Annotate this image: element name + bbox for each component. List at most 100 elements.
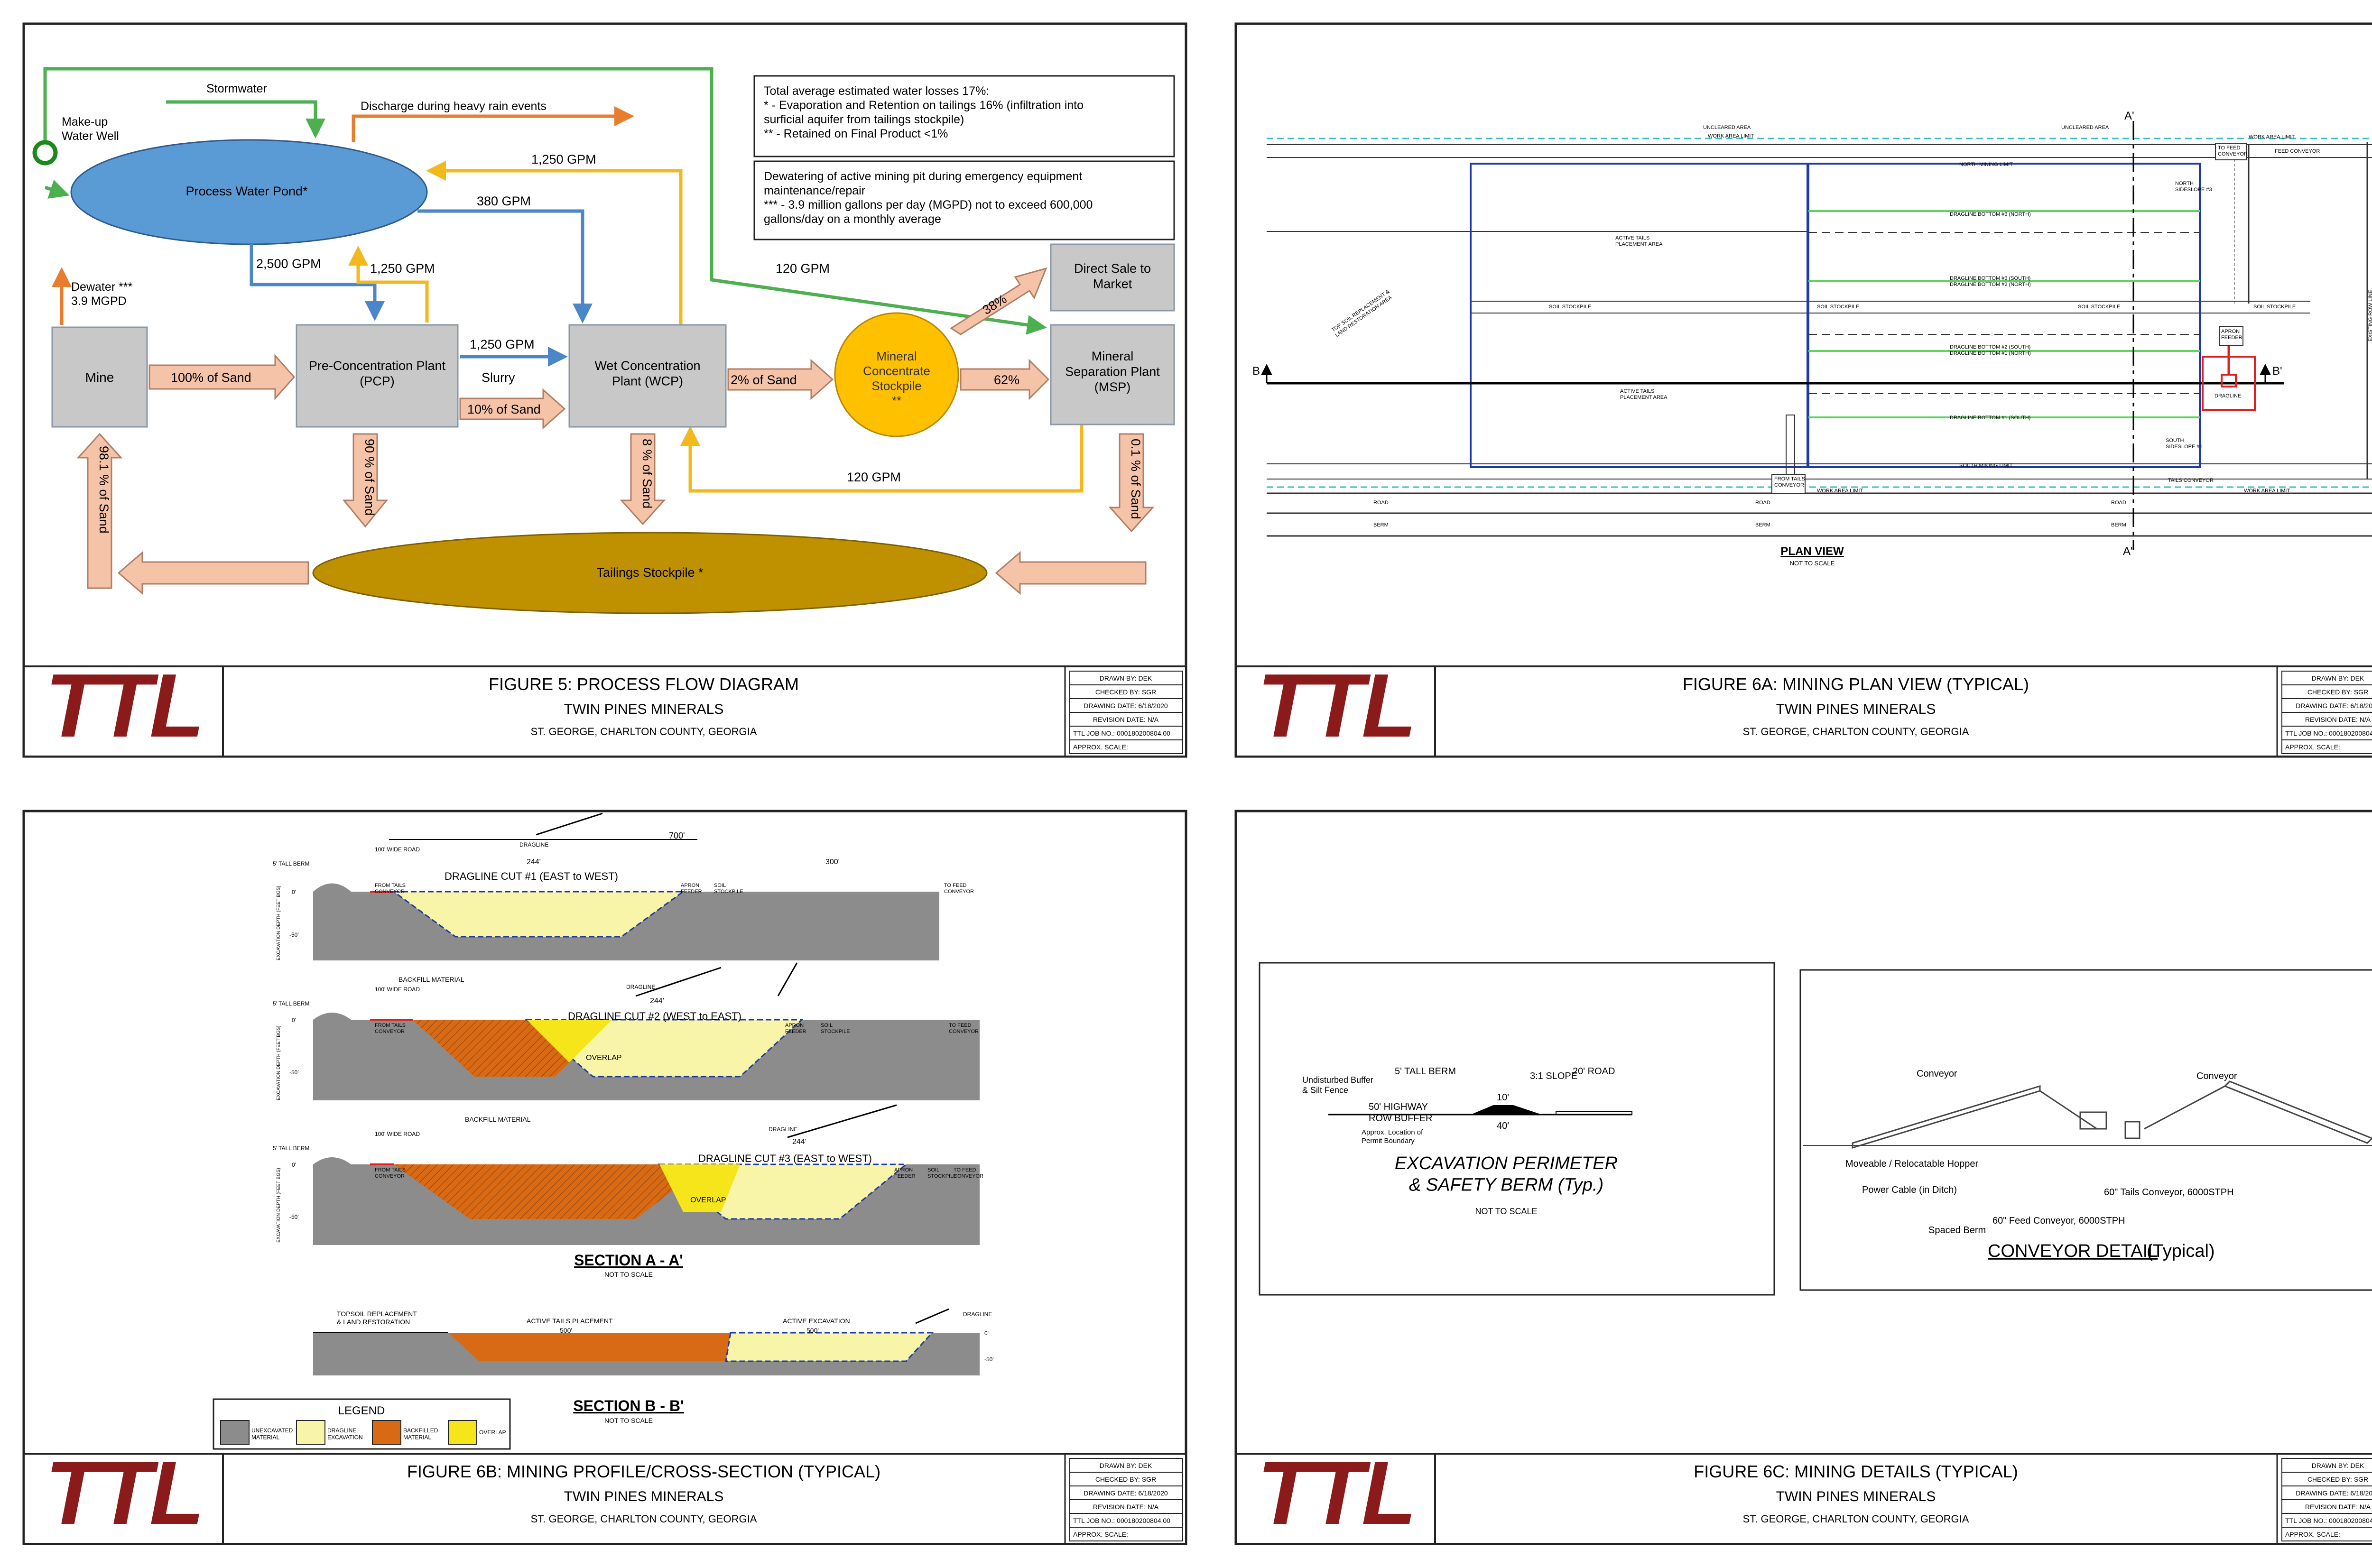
sec-dim-244b: 244' [650,997,664,1005]
sec-cut1-label: DRAGLINE CUT #1 (EAST to WEST) [445,870,618,882]
ttl-logo: TTL [45,655,202,756]
sec-d50-b: -50' [289,1069,299,1076]
notes-box-1 [753,75,1175,157]
plan-work-limit-2: WORK AREA LIMIT [2249,134,2295,140]
sec-road-b: 100' WIDE ROAD [375,986,420,993]
meta-row: TTL JOB NO.: 000180200804.00 [1073,729,1170,737]
sec-dragline-b: DRAGLINE [626,984,655,990]
plan-north-limit: NORTH MINING LIMIT [1959,162,2013,167]
figure-title: FIGURE 6B: MINING PROFILE/CROSS-SECTION … [407,1462,880,1481]
legend-item-3: OVERLAP [479,1429,506,1436]
gpm-120-a-label: 120 GPM [776,261,830,276]
plan-db2-south: DRAGLINE BOTTOM #2 (SOUTH)DRAGLINE BOTTO… [1950,344,2031,356]
det-conveyor-title: CONVEYOR DETAIL [1988,1241,2158,1261]
bb-topsoil: TOPSOIL REPLACEMENT& LAND RESTORATION [337,1310,417,1326]
legend-swatch-overlap [448,1420,477,1445]
title-block-frame [1235,665,2372,757]
plan-not-to-scale: NOT TO SCALE [1790,560,1835,567]
meta-row: REVISION DATE: N/A [1093,716,1159,723]
legend-title: LEGEND [338,1404,385,1417]
sec-dim-244c: 244' [792,1138,806,1146]
det-tails-conveyor: 60" Tails Conveyor, 6000STPH [2104,1187,2234,1198]
meta-row: DRAWING DATE: 6/18/2020 [1084,702,1168,710]
meta-row: TTL JOB NO.: 000180200804.00 [2285,729,2372,737]
section-bb-nts: NOT TO SCALE [604,1417,653,1424]
direct-sale-box [1050,243,1175,312]
pond-to-wcp-line [417,209,593,323]
sec-overlap-2: OVERLAP [586,1054,622,1062]
mining-limit-outline [1807,163,2201,468]
plan-road-1: ROAD [1373,500,1389,506]
sand-01-label: 0.1 % of Sand [1129,439,1143,519]
plan-uncleared-1: UNCLEARED AREA [1703,125,1751,130]
meta-row: APPROX. SCALE: [1073,1531,1128,1538]
meta-row: DRAWING DATE: 6/18/2020 [1084,1489,1168,1497]
section-aa-nts: NOT TO SCALE [604,1271,653,1278]
meta-row: DRAWN BY: DEK [1100,1462,1152,1469]
det-dim-10: 10' [1497,1092,1509,1103]
meta-row: CHECKED BY: SGR [2307,1476,2368,1483]
plan-b-right: B' [2272,365,2282,378]
sand-2-label: 2% of Sand [731,373,797,387]
sec-dim-244a: 244' [527,858,541,866]
slurry-label: Slurry [482,370,515,385]
msp-return-line [680,424,1084,493]
tails-area-outline [1470,163,1808,468]
mine-label: Mine [85,370,114,385]
plan-db3-north: DRAGLINE BOTTOM #3 (NORTH) [1950,212,2031,217]
sec-cut3-label: DRAGLINE CUT #3 (EAST to WEST) [698,1153,872,1164]
stormwater-label: Stormwater [206,82,267,95]
mining-plan-view: UNCLEARED AREA UNCLEARED AREA WORK AREA … [1252,110,2372,567]
cut1-excavation [391,891,686,938]
process-water-pond [70,139,428,245]
sec-d0-b: 0' [292,1017,296,1024]
pond-to-pcp-line [250,244,385,321]
legend-swatch-excavation [296,1420,325,1445]
pcp-label: Pre-Concentration Plant(PCP) [309,359,446,388]
bb-dim-500b: 500' [806,1327,819,1334]
det-slope: 3:1 SLOPE [1530,1071,1577,1081]
det-conveyor-left: Conveyor [1917,1069,1957,1079]
meta-row: DRAWING DATE: 6/18/2020 [2296,1489,2372,1497]
title-block-frame [23,665,1187,757]
meta-row: CHECKED BY: SGR [1095,688,1156,696]
cut3-overlap [659,1164,740,1212]
plan-soil-stockpile-2: SOIL STOCKPILE [1817,304,1859,310]
conveyor-trusses [1852,1080,2372,1149]
bb-dragline: DRAGLINE [963,1311,992,1318]
meta-row: DRAWN BY: DEK [2312,674,2364,682]
mining-details: Undisturbed Buffer& Silt Fence 5' TALL B… [1259,962,2372,1296]
plan-soil-stockpile-3: SOIL STOCKPILE [2078,304,2120,310]
plan-db3-south: DRAGLINE BOTTOM #3 (SOUTH)DRAGLINE BOTTO… [1950,276,2031,287]
project-location: ST. GEORGE, CHARLTON COUNTY, GEORGIA [531,1513,757,1525]
plan-berm-1: BERM [1373,522,1389,528]
meta-row: REVISION DATE: N/A [2305,716,2371,723]
conveyor-detail-frame [1799,969,2372,1291]
sec-d0-a: 0' [292,889,296,895]
tailings-label: Tailings Stockpile * [596,565,704,580]
berm-shape [1471,1105,1542,1115]
sec-dim-300: 300' [825,858,840,866]
plan-view-title: PLAN VIEW [1780,545,1844,558]
meta-row: APPROX. SCALE: [2285,1531,2340,1538]
plan-dragline: DRAGLINE [2214,393,2241,399]
mine-box [51,326,148,428]
sec-dim-700: 700' [669,831,685,840]
det-spaced-berm: Spaced Berm [1928,1225,1986,1236]
plan-db1-south: DRAGLINE BOTTOM #1 (SOUTH) [1950,415,2030,421]
meta-row: TTL JOB NO.: 000180200804.00 [2285,1517,2372,1524]
